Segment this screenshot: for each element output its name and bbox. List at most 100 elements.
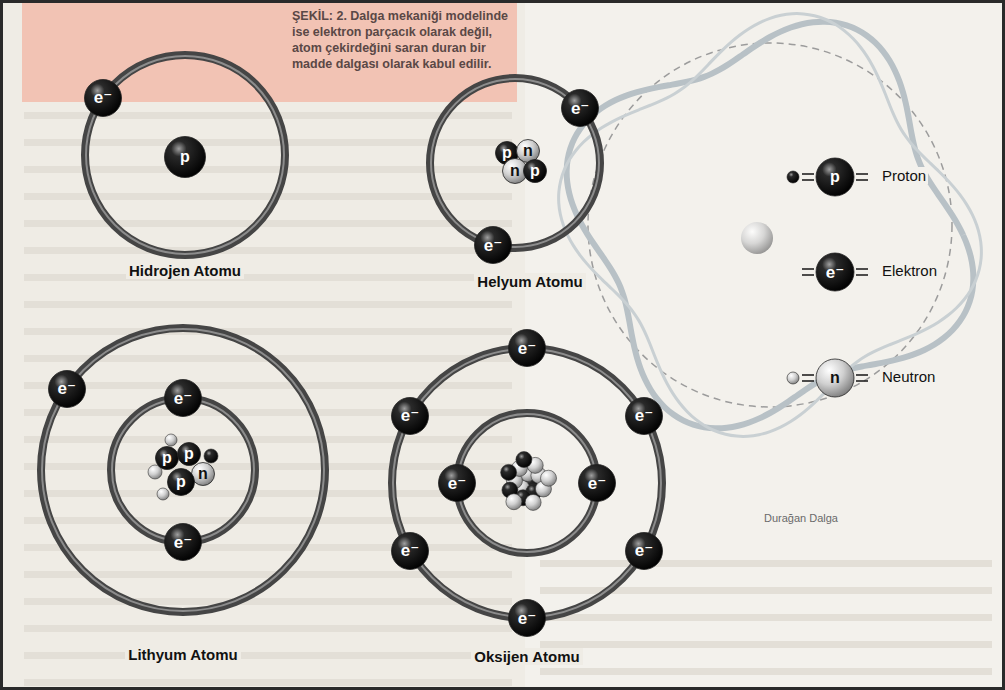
electron-ball: e⁻ — [84, 79, 122, 117]
wave-caption: Durağan Dalga — [762, 512, 840, 524]
electron-ball: e⁻ — [508, 599, 546, 637]
text-shade — [540, 641, 992, 648]
text-shade — [24, 571, 512, 578]
equals-sign — [856, 179, 868, 181]
neutron-ball: n — [516, 139, 540, 163]
orbit-ring — [85, 55, 285, 255]
sphere — [156, 447, 179, 470]
orbit-ring — [111, 398, 255, 542]
text-shade — [24, 328, 512, 335]
nucleon-ball — [204, 449, 218, 463]
electron-ball: e⁻ — [508, 329, 546, 367]
proton-ball: p — [495, 141, 519, 165]
electron-symbol: e⁻ — [164, 379, 202, 417]
sphere — [562, 90, 599, 127]
electron-ball: e⁻ — [164, 379, 202, 417]
electron-symbol: e⁻ — [625, 532, 663, 570]
right-page-ground — [525, 0, 1005, 690]
text-shade — [24, 220, 512, 227]
legend-row: pProton — [780, 155, 995, 199]
orbit-shine — [112, 399, 254, 541]
text-shade — [24, 463, 512, 470]
equals-sign — [802, 380, 814, 382]
equals-sign — [856, 380, 868, 382]
atom-title: Hidrojen Atomu — [126, 262, 244, 279]
sphere — [517, 140, 540, 163]
particle-symbol: n — [816, 359, 854, 397]
equals-sign — [856, 274, 868, 276]
electron-symbol: e⁻ — [48, 370, 86, 408]
electron-symbol: e⁻ — [625, 397, 663, 435]
sphere — [85, 79, 122, 116]
electron-ball: e⁻ — [48, 370, 86, 408]
proton-ball: p — [177, 442, 201, 466]
neutron-symbol: n — [191, 462, 215, 486]
sphere — [509, 330, 546, 367]
nucleon-ball — [516, 452, 532, 468]
equals-sign — [856, 268, 868, 270]
atom-figure: Helyum Atomu e⁻ e⁻ pnnp — [405, 53, 625, 305]
nucleon-ball — [157, 488, 169, 500]
nucleon-ball — [501, 464, 517, 480]
sphere — [392, 397, 429, 434]
orbit-shine — [431, 79, 599, 247]
text-shade — [24, 409, 512, 416]
dashed-orbit — [588, 43, 952, 407]
electron-ball: e⁻ — [391, 532, 429, 570]
particle-symbol: e⁻ — [816, 253, 854, 291]
proton-sample — [816, 158, 854, 196]
proton-ball: p — [155, 446, 179, 470]
electron-symbol: e⁻ — [578, 464, 616, 502]
electron-ball: e⁻ — [561, 89, 599, 127]
neutron-symbol: n — [502, 158, 528, 184]
atom-title: Helyum Atomu — [474, 273, 585, 290]
small-particle — [787, 171, 799, 183]
sphere — [165, 137, 206, 178]
text-shade — [24, 625, 512, 632]
sphere — [48, 370, 85, 407]
particle-symbol: p — [816, 158, 854, 196]
proton-symbol: p — [164, 136, 206, 178]
orbit-ring — [430, 78, 600, 248]
orbit-ring — [392, 348, 662, 618]
proton-symbol: p — [167, 468, 195, 496]
sphere — [165, 380, 202, 417]
text-shade — [24, 679, 512, 686]
sphere — [625, 397, 662, 434]
electron-symbol: e⁻ — [84, 79, 122, 117]
electron-symbol: e⁻ — [391, 532, 429, 570]
nucleon-ball — [506, 494, 522, 510]
legend-sample — [780, 356, 880, 400]
orbit-ring — [41, 328, 325, 612]
proton-ball: p — [167, 468, 195, 496]
standing-wave — [567, 22, 974, 429]
electron-ball: e⁻ — [474, 226, 512, 264]
text-shade — [24, 247, 512, 254]
atom-figure: Oksijen Atomue⁻e⁻e⁻e⁻e⁻e⁻e⁻e⁻ — [367, 323, 687, 680]
wave-nucleus — [741, 222, 773, 254]
legend-text: Elektron — [880, 262, 939, 279]
text-shade — [24, 490, 512, 497]
neutron-symbol: n — [516, 139, 540, 163]
proton-symbol: p — [155, 446, 179, 470]
proton-symbol: p — [523, 159, 547, 183]
electron-symbol: e⁻ — [438, 464, 476, 502]
orbit-shine — [42, 329, 324, 611]
electron-symbol: e⁻ — [508, 329, 546, 367]
electron-symbol: e⁻ — [561, 89, 599, 127]
atom-figure: Hidrojen Atomu e⁻ p — [60, 30, 310, 294]
equals-sign — [802, 268, 814, 270]
proton-ball: p — [164, 136, 206, 178]
equals-sign — [802, 374, 814, 376]
proton-ball: p — [523, 159, 547, 183]
atom-figure: Lithyum Atomue⁻e⁻e⁻ppnp — [16, 303, 350, 678]
electron-symbol: e⁻ — [164, 523, 202, 561]
text-shade — [24, 517, 512, 524]
legend-text: Neutron — [880, 368, 937, 385]
sphere — [165, 524, 202, 561]
text-shade — [540, 560, 992, 567]
